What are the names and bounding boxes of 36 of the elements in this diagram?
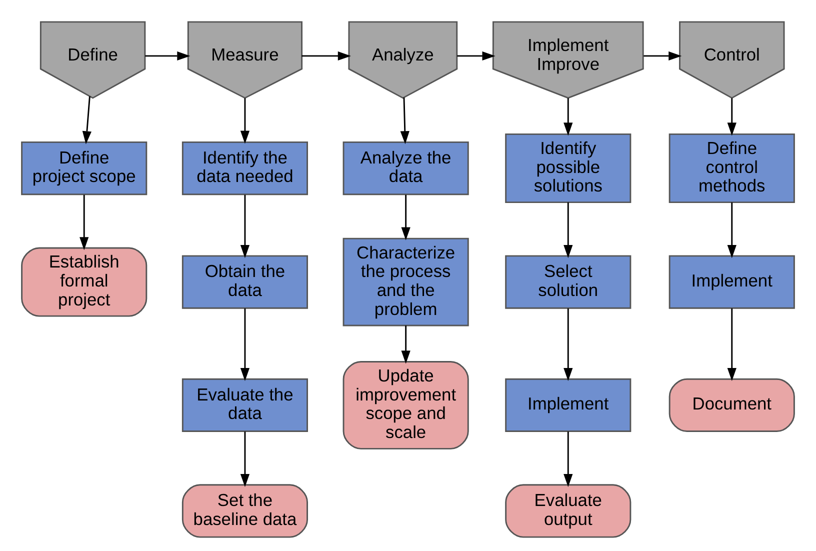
node-box: Update improvement scope and scale <box>342 361 469 450</box>
node-box: Define control methods <box>668 133 795 204</box>
arrow <box>240 194 250 258</box>
node-box: Characterize the process and the problem <box>342 238 469 326</box>
arrow <box>727 308 736 382</box>
arrow <box>401 194 410 240</box>
arrow <box>240 98 250 144</box>
node-box: Obtain the data <box>182 255 308 309</box>
node-box: Document <box>668 378 795 432</box>
arrow <box>727 98 736 136</box>
node-box: Implement <box>505 378 632 432</box>
arrow <box>400 98 410 144</box>
arrow <box>564 432 573 488</box>
node-box: Evaluate the data <box>182 378 308 432</box>
arrow <box>82 96 92 144</box>
node-box: Analyze the data <box>342 141 469 196</box>
arrow <box>644 51 682 61</box>
arrow <box>564 98 573 136</box>
arrow <box>302 51 351 61</box>
node-box: Identify the data needed <box>182 141 308 196</box>
arrow <box>401 326 410 364</box>
node-box: Establish formal project <box>21 247 148 317</box>
arrow <box>727 202 736 258</box>
arrow <box>457 51 496 61</box>
arrow <box>564 202 573 258</box>
node-box: Define project scope <box>21 141 148 196</box>
arrow <box>240 308 250 382</box>
node-box: Identify possible solutions <box>505 133 632 204</box>
arrow <box>564 308 573 382</box>
node-box: Evaluate output <box>505 484 632 538</box>
arrow <box>80 194 89 250</box>
node-box: Set the baseline data <box>182 484 308 538</box>
node-box: Select solution <box>505 255 632 309</box>
node-box: Implement <box>668 255 795 309</box>
arrow <box>240 432 250 488</box>
arrow <box>145 51 190 61</box>
